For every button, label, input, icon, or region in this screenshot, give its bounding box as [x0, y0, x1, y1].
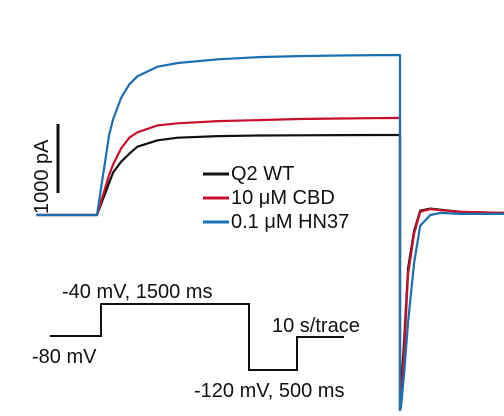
legend-label: 0.1 μM HN37 — [231, 211, 349, 233]
protocol-tail-label: -120 mV, 500 ms — [194, 380, 344, 402]
legend-label: 10 μM CBD — [231, 187, 335, 209]
trace-0-1-m-hn37 — [36, 53, 504, 412]
protocol-rate-label: 10 s/trace — [272, 315, 360, 337]
protocol-waveform — [50, 303, 344, 371]
protocol-holding-label: -80 mV — [32, 346, 97, 368]
trace-10-m-cbd — [36, 116, 504, 412]
scale-bar: 1000 pA — [31, 124, 60, 214]
trace-layer — [36, 53, 504, 412]
scale-bar-label: 1000 pA — [31, 139, 53, 214]
legend-label: Q2 WT — [231, 163, 294, 185]
protocol-step-label: -40 mV, 1500 ms — [62, 281, 212, 303]
voltage-protocol: -40 mV, 1500 ms -80 mV 10 s/trace -120 m… — [32, 281, 360, 402]
